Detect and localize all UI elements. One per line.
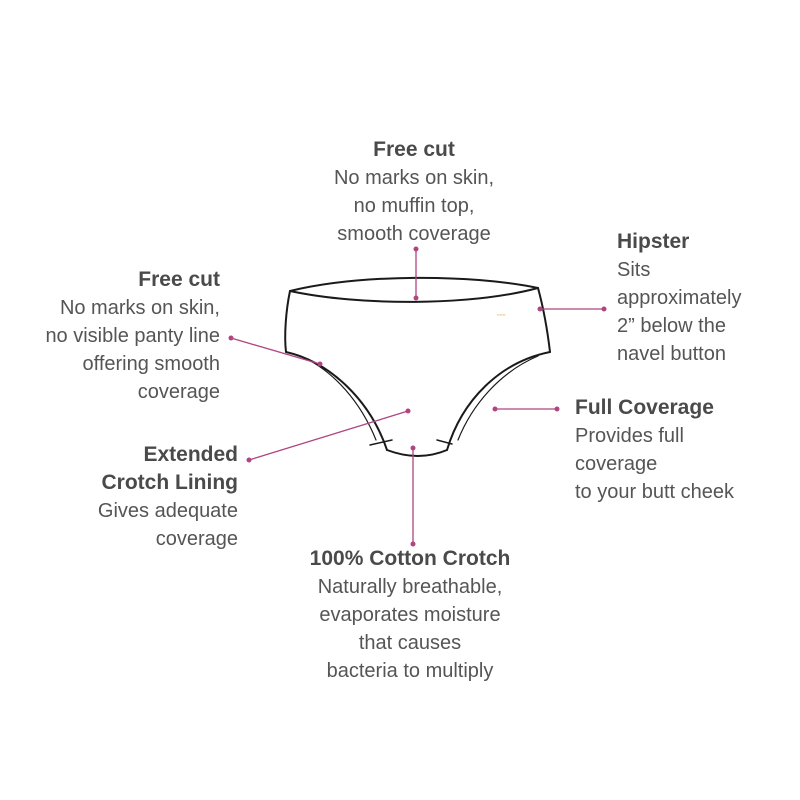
garment-outline bbox=[284, 276, 551, 457]
dot-cotton-crotch-a bbox=[410, 445, 416, 451]
annotation-line: 2” below the bbox=[617, 315, 726, 337]
annotation-line: coverage bbox=[575, 453, 658, 475]
crotch-bottom bbox=[386, 449, 448, 457]
annotation-line: bacteria to multiply bbox=[326, 660, 494, 682]
leader-extended-crotch bbox=[248, 410, 409, 461]
annotation-line: that causes bbox=[358, 632, 462, 654]
annotation-line: smooth coverage bbox=[337, 223, 491, 245]
dot-hipster-a bbox=[537, 306, 543, 312]
annotation-line: Naturally breathable, bbox=[317, 576, 503, 598]
annotation-line: coverage bbox=[155, 528, 238, 550]
annotation-title: Free cut bbox=[373, 138, 455, 161]
crotch-lining-right bbox=[436, 439, 453, 445]
annotation-title: Crotch Lining bbox=[101, 471, 238, 494]
dot-hipster-b bbox=[601, 306, 607, 312]
annotation-line: navel button bbox=[617, 343, 726, 365]
annotation-line: approximately bbox=[617, 287, 742, 309]
dot-full-coverage-b bbox=[554, 406, 560, 412]
dot-left-free-cut-a bbox=[228, 335, 234, 341]
annotation-line: No marks on skin, bbox=[333, 167, 495, 189]
left-leg-opening bbox=[285, 351, 388, 451]
crotch-lining-left bbox=[369, 439, 393, 446]
annotation-cotton-crotch: 100% Cotton Crotch Naturally breathable,… bbox=[270, 545, 550, 685]
annotation-line: Gives adequate bbox=[97, 500, 238, 522]
annotation-line: offering smooth bbox=[82, 353, 221, 375]
annotation-title: Full Coverage bbox=[575, 396, 714, 419]
right-side bbox=[537, 287, 551, 353]
annotation-line: coverage bbox=[137, 381, 220, 403]
annotation-title: Extended bbox=[143, 443, 238, 466]
left-side bbox=[284, 290, 291, 353]
dot-full-coverage-a bbox=[492, 406, 498, 412]
annotation-extended-crotch: Extended Crotch Lining Gives adequate co… bbox=[20, 441, 238, 553]
right-leg-opening bbox=[446, 351, 551, 451]
annotation-line: Sits bbox=[617, 259, 651, 281]
dot-extended-crotch-a bbox=[246, 457, 252, 463]
annotation-hipster: Hipster Sits approximately 2” below the … bbox=[617, 228, 797, 368]
leader-lines bbox=[228, 246, 607, 547]
annotation-line: Provides full bbox=[575, 425, 684, 447]
dot-cotton-crotch-b bbox=[410, 541, 416, 547]
dot-top-free-cut-a bbox=[413, 246, 419, 252]
annotation-title: 100% Cotton Crotch bbox=[309, 547, 511, 570]
annotation-line: to your butt cheek bbox=[575, 481, 734, 503]
annotation-line: evaporates moisture bbox=[319, 604, 501, 626]
waistband-bottom bbox=[289, 287, 539, 303]
annotation-title: Hipster bbox=[617, 230, 690, 253]
leader-left-free-cut bbox=[230, 337, 321, 365]
annotation-top-free-cut: Free cut No marks on skin, no muffin top… bbox=[300, 136, 528, 248]
inner-left-curve bbox=[297, 354, 377, 441]
garment-brand-mark: ▪▪▪▪▪▪ bbox=[497, 312, 506, 317]
waistband-top bbox=[289, 276, 539, 292]
annotation-line: no muffin top, bbox=[353, 195, 475, 217]
dot-left-free-cut-b bbox=[317, 361, 323, 367]
dot-top-free-cut-b bbox=[413, 295, 419, 301]
annotation-line: no visible panty line bbox=[45, 325, 220, 347]
annotation-title: Free cut bbox=[138, 268, 220, 291]
inner-right-curve bbox=[457, 355, 539, 441]
annotation-full-coverage: Full Coverage Provides full coverage to … bbox=[575, 394, 795, 506]
annotation-left-free-cut: Free cut No marks on skin, no visible pa… bbox=[10, 266, 220, 406]
annotation-line: No marks on skin, bbox=[59, 297, 220, 319]
dot-extended-crotch-b bbox=[405, 408, 411, 414]
